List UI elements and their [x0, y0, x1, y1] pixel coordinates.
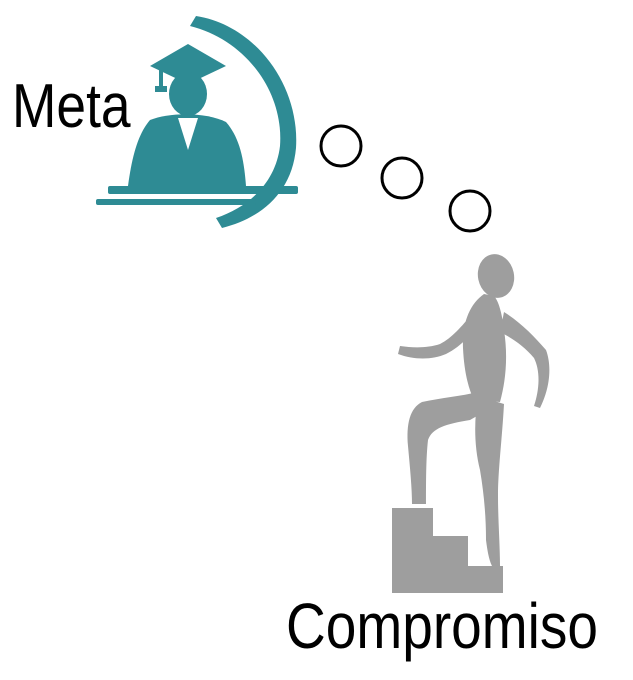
thought-bubble-icon: [319, 124, 492, 233]
graduate-icon: [96, 16, 298, 228]
thought-bubble-2: [380, 156, 424, 200]
thought-bubble-3: [448, 189, 492, 233]
commitment-label: Compromiso: [286, 590, 598, 662]
goal-label: Meta: [12, 72, 131, 141]
stairs-icon: [392, 508, 503, 593]
thought-bubble-1: [319, 124, 363, 168]
person-climbing-stairs-icon: [392, 254, 550, 593]
